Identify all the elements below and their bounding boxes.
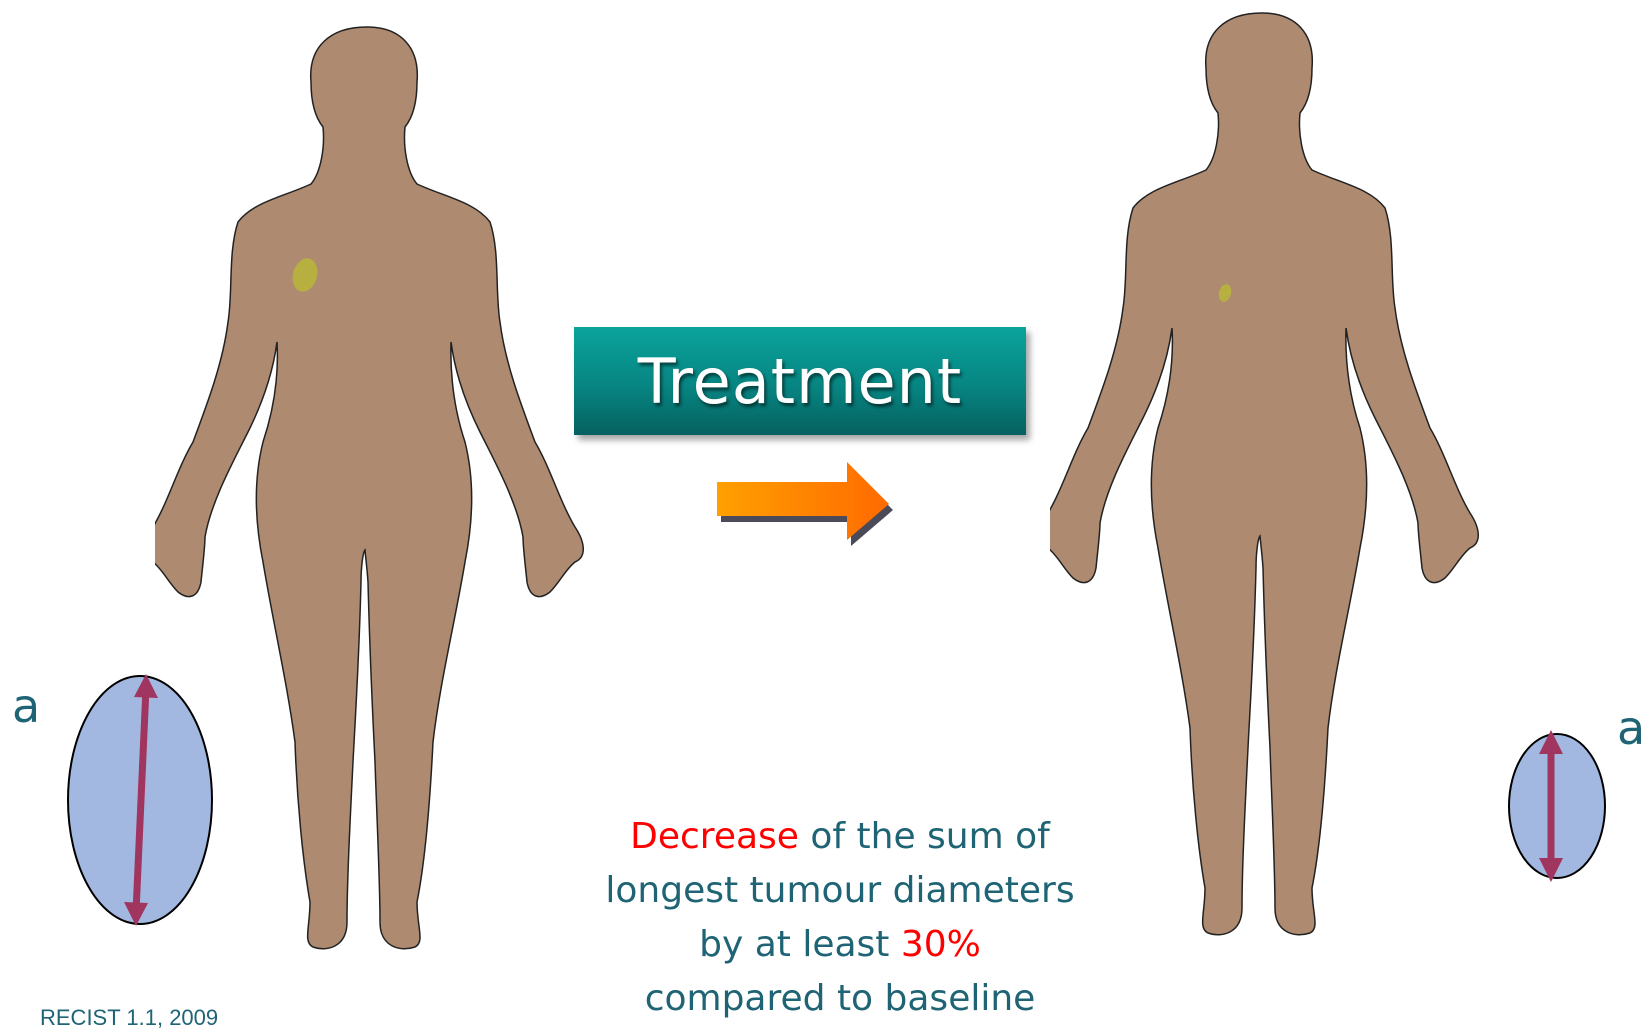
tumour-diameter-after bbox=[1505, 728, 1610, 884]
caption-line-1-rest: of the sum of bbox=[799, 816, 1050, 857]
citation: RECIST 1.1, 2009 bbox=[40, 1005, 218, 1031]
caption-line-4: compared to baseline bbox=[560, 972, 1120, 1026]
treatment-banner: Treatment bbox=[574, 327, 1026, 435]
body-silhouette-after bbox=[1050, 8, 1490, 948]
silhouette-after-path bbox=[1050, 13, 1478, 935]
caption-line-3-prefix: by at least bbox=[699, 924, 901, 965]
tumour-diameter-before bbox=[60, 668, 220, 932]
caption-line-1: Decrease of the sum of bbox=[560, 810, 1120, 864]
tumour-label-after: a bbox=[1617, 705, 1645, 751]
body-silhouette-before bbox=[155, 22, 595, 962]
caption-percentage: 30% bbox=[901, 924, 981, 965]
tumour-ellipse-after bbox=[1509, 734, 1605, 878]
treatment-arrow-icon bbox=[715, 458, 900, 548]
tumour-label-before: a bbox=[12, 683, 40, 729]
treatment-label: Treatment bbox=[638, 345, 962, 418]
caption-decrease: Decrease bbox=[630, 816, 799, 857]
caption-line-2: longest tumour diameters bbox=[560, 864, 1120, 918]
response-criterion-caption: Decrease of the sum of longest tumour di… bbox=[560, 810, 1120, 1026]
caption-line-3: by at least 30% bbox=[560, 918, 1120, 972]
